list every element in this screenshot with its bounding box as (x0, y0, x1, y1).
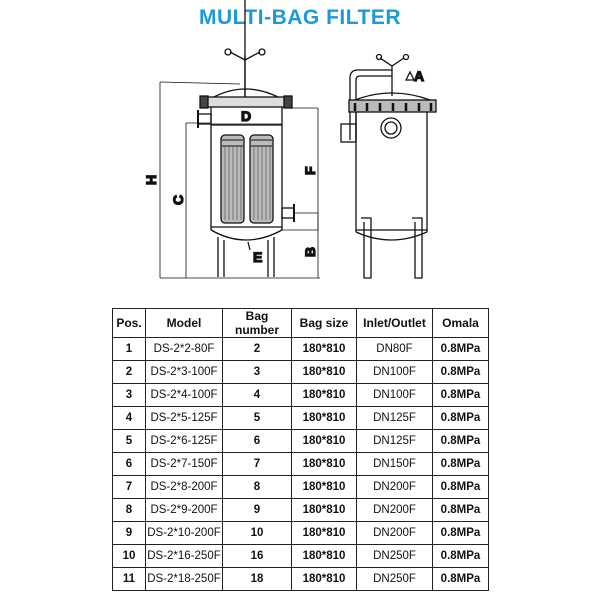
cell-bag-size: 180*810 (291, 567, 357, 591)
cell-bag-number: 18 (222, 567, 292, 591)
cell-model: DS-2*5-125F (145, 406, 223, 430)
cell-model: DS-2*6-125F (145, 429, 223, 453)
header-pos: Pos. (112, 308, 146, 338)
cell-bag-size: 180*810 (291, 498, 357, 522)
header-omala: Omala (432, 308, 489, 338)
cell-bag-number: 8 (222, 475, 292, 499)
cell-inlet-outlet: DN200F (356, 521, 433, 545)
label-e: E (253, 249, 262, 265)
header-bag-number: Bag number (222, 308, 292, 338)
cell-pos: 4 (112, 406, 146, 430)
cell-bag-number: 7 (222, 452, 292, 476)
cell-inlet-outlet: DN200F (356, 498, 433, 522)
cell-pos: 5 (112, 429, 146, 453)
cell-bag-number: 2 (222, 337, 292, 361)
page-title: MULTI-BAG FILTER (198, 6, 401, 29)
cell-model: DS-2*10-200F (145, 521, 223, 545)
cell-pos: 3 (112, 383, 146, 407)
cell-inlet-outlet: DN100F (356, 360, 433, 384)
cell-omala: 0.8MPa (432, 521, 489, 545)
header-model: Model (145, 308, 223, 338)
cell-bag-number: 3 (222, 360, 292, 384)
cell-omala: 0.8MPa (432, 475, 489, 499)
cell-omala: 0.8MPa (432, 452, 489, 476)
cell-omala: 0.8MPa (432, 406, 489, 430)
cell-omala: 0.8MPa (432, 429, 489, 453)
cell-bag-size: 180*810 (291, 383, 357, 407)
cell-pos: 7 (112, 475, 146, 499)
cell-bag-size: 180*810 (291, 544, 357, 568)
cell-pos: 8 (112, 498, 146, 522)
cell-model: DS-2*7-150F (145, 452, 223, 476)
header-bag-size: Bag size (291, 308, 357, 338)
cell-inlet-outlet: DN150F (356, 452, 433, 476)
cell-inlet-outlet: DN80F (356, 337, 433, 361)
filter-drawing: D H C F B E A (142, 0, 437, 279)
label-a: A (414, 68, 424, 84)
cell-pos: 11 (112, 567, 146, 591)
side-view (340, 53, 437, 279)
cell-bag-number: 5 (222, 406, 292, 430)
label-f: F (302, 166, 318, 175)
label-c: C (170, 195, 186, 205)
cell-bag-size: 180*810 (291, 475, 357, 499)
cell-bag-size: 180*810 (291, 452, 357, 476)
cell-inlet-outlet: DN125F (356, 429, 433, 453)
cell-model: DS-2*3-100F (145, 360, 223, 384)
cell-inlet-outlet: DN100F (356, 383, 433, 407)
cell-bag-size: 180*810 (291, 360, 357, 384)
cell-omala: 0.8MPa (432, 498, 489, 522)
specs-table: Pos. Model Bag number Bag size Inlet/Out… (112, 308, 489, 591)
front-view (159, 0, 320, 279)
cell-omala: 0.8MPa (432, 544, 489, 568)
cell-bag-size: 180*810 (291, 406, 357, 430)
cell-bag-number: 4 (222, 383, 292, 407)
cell-bag-number: 10 (222, 521, 292, 545)
cell-pos: 9 (112, 521, 146, 545)
cell-bag-number: 6 (222, 429, 292, 453)
header-inlet-outlet: Inlet/Outlet (356, 308, 433, 338)
cell-bag-number: 16 (222, 544, 292, 568)
cell-model: DS-2*8-200F (145, 475, 223, 499)
cell-inlet-outlet: DN125F (356, 406, 433, 430)
cell-pos: 2 (112, 360, 146, 384)
cell-model: DS-2*9-200F (145, 498, 223, 522)
cell-omala: 0.8MPa (432, 383, 489, 407)
cell-model: DS-2*16-250F (145, 544, 223, 568)
cell-bag-size: 180*810 (291, 521, 357, 545)
table-header: Pos. Model Bag number Bag size Inlet/Out… (112, 308, 489, 338)
cell-model: DS-2*4-100F (145, 383, 223, 407)
cell-pos: 1 (112, 337, 146, 361)
cell-model: DS-2*18-250F (145, 567, 223, 591)
cell-inlet-outlet: DN250F (356, 567, 433, 591)
label-d: D (241, 108, 251, 124)
cell-omala: 0.8MPa (432, 337, 489, 361)
cell-inlet-outlet: DN200F (356, 475, 433, 499)
cell-model: DS-2*2-80F (145, 337, 223, 361)
label-b: B (302, 247, 318, 257)
cell-bag-size: 180*810 (291, 429, 357, 453)
label-h: H (143, 175, 159, 185)
cell-omala: 0.8MPa (432, 360, 489, 384)
cell-inlet-outlet: DN250F (356, 544, 433, 568)
cell-pos: 10 (112, 544, 146, 568)
cell-bag-size: 180*810 (291, 337, 357, 361)
cell-bag-number: 9 (222, 498, 292, 522)
cell-pos: 6 (112, 452, 146, 476)
cell-omala: 0.8MPa (432, 567, 489, 591)
